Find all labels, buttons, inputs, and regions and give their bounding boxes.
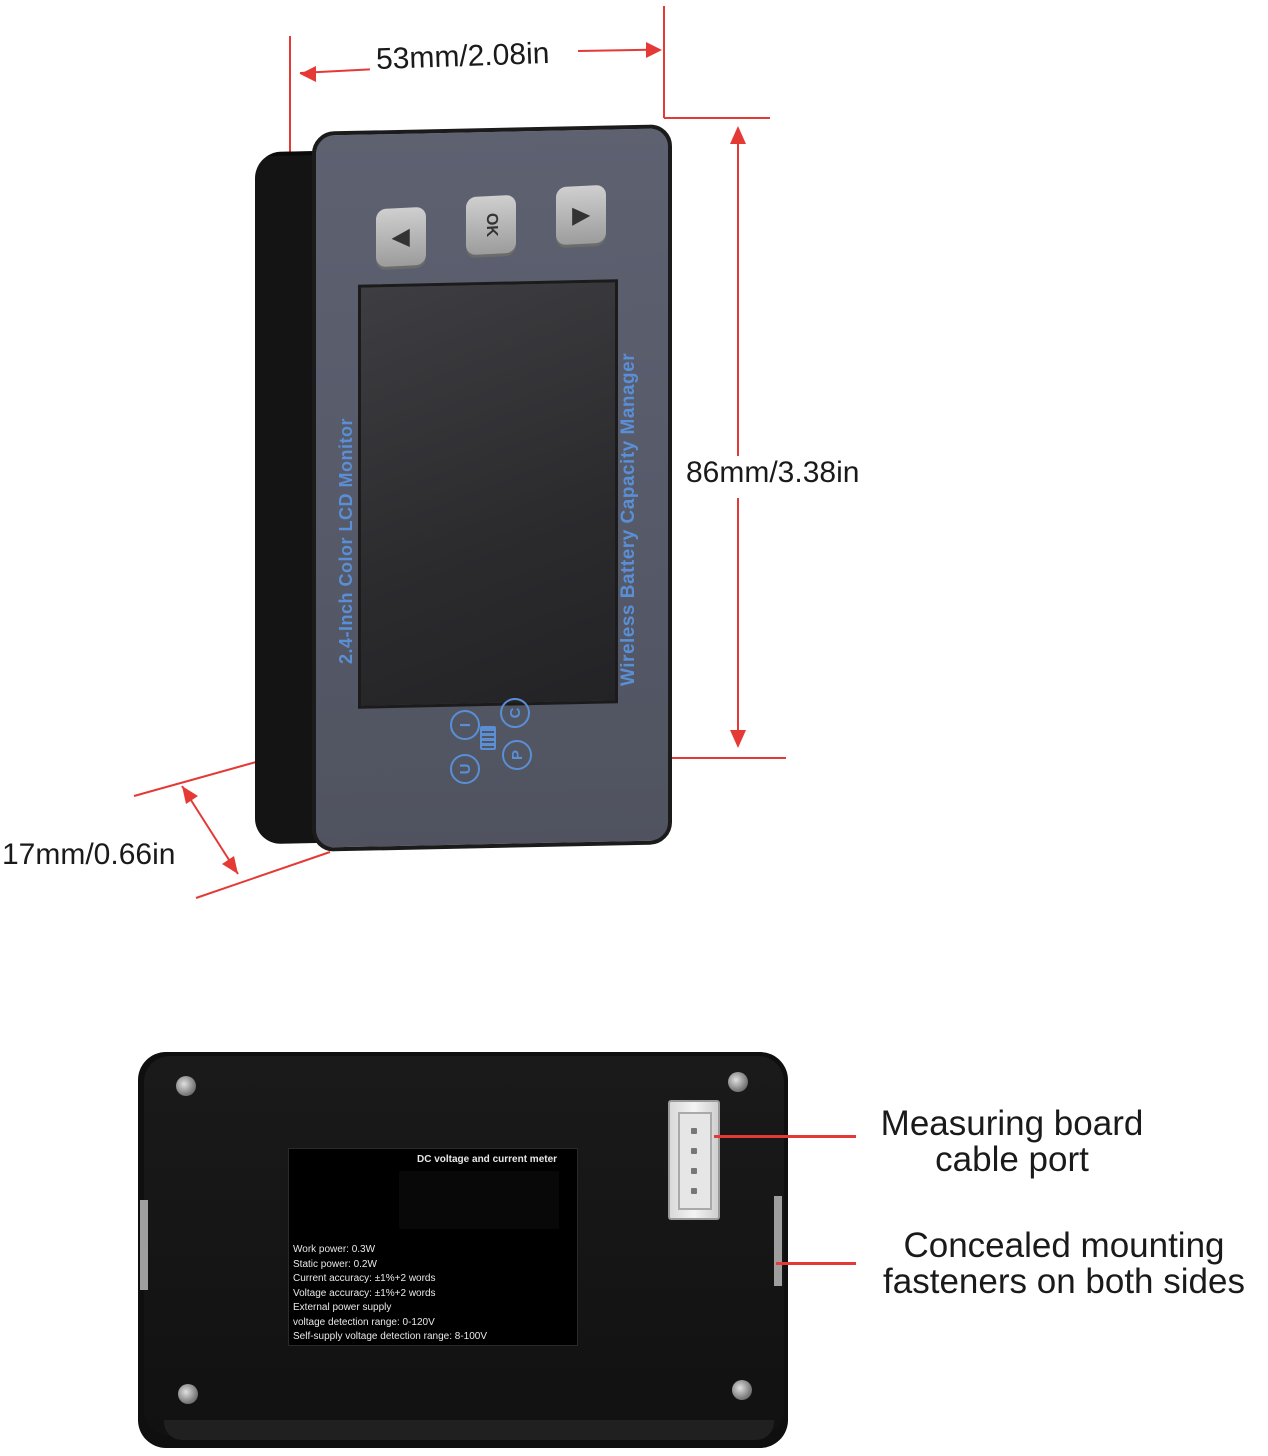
spec-voltage-accuracy: Voltage accuracy: ±1%+2 words — [293, 1287, 436, 1299]
lcd-screen — [358, 279, 618, 709]
cable-port — [668, 1100, 720, 1220]
port-pin — [691, 1168, 697, 1174]
indicator-c: C — [500, 698, 530, 728]
screw-top-right — [728, 1072, 748, 1092]
spec-self-supply-range: Self-supply voltage detection range: 8-1… — [293, 1331, 488, 1342]
port-socket — [678, 1112, 712, 1210]
sticker-title: DC voltage and current meter — [417, 1154, 558, 1165]
back-bottom-edge — [164, 1420, 774, 1440]
height-arrowheads — [730, 126, 746, 748]
spec-sticker: DC voltage and current meter Work power:… — [288, 1148, 578, 1346]
indicator-i: I — [450, 710, 480, 740]
spec-voltage-range: voltage detection range: 0-120V — [293, 1316, 435, 1328]
right-button[interactable]: ▶ — [556, 184, 606, 246]
indicator-u: U — [450, 754, 480, 784]
height-label: 86mm/3.38in — [686, 456, 860, 489]
port-callout: Measuring board cable port — [862, 1106, 1162, 1178]
fastener-callout-line — [776, 1262, 856, 1265]
width-arrowheads — [300, 42, 662, 82]
right-triangle-icon: ▶ — [572, 201, 590, 228]
right-caption: Wireless Battery Capacity Manager — [618, 352, 639, 686]
indicator-p: P — [502, 740, 532, 770]
port-callout-line2: cable port — [935, 1140, 1089, 1179]
height-arrow-line-bottom — [737, 498, 739, 732]
height-guide-bottom — [646, 757, 786, 759]
right-fastener — [774, 1196, 782, 1286]
height-arrow-line-top — [737, 140, 739, 456]
left-fastener — [140, 1200, 148, 1290]
screw-bottom-left — [178, 1384, 198, 1404]
left-caption: 2.4-Inch Color LCD Monitor — [336, 418, 356, 664]
port-pin — [691, 1188, 697, 1194]
port-callout-line — [714, 1135, 856, 1138]
height-guide-top — [664, 117, 770, 119]
battery-icon — [480, 726, 496, 750]
width-guide-left — [289, 36, 291, 196]
left-button[interactable]: ◀ — [376, 206, 426, 268]
depth-label: 17mm/0.66in — [2, 838, 176, 871]
screw-top-left — [176, 1076, 196, 1096]
ok-button[interactable]: OK — [466, 194, 516, 256]
port-pin — [691, 1148, 697, 1154]
sticker-graphic — [399, 1171, 559, 1229]
fastener-callout: Concealed mounting fasteners on both sid… — [864, 1228, 1264, 1300]
left-triangle-icon: ◀ — [392, 223, 410, 250]
fastener-callout-line1: Concealed mounting — [903, 1226, 1225, 1265]
spec-current-accuracy: Current accuracy: ±1%+2 words — [293, 1273, 436, 1284]
width-label: 53mm/2.08in — [375, 36, 550, 77]
port-pin — [691, 1128, 697, 1134]
spec-external-power: External power supply — [293, 1302, 392, 1313]
spec-list: Work power: 0.3W Static power: 0.2W Curr… — [293, 1243, 487, 1345]
port-callout-line1: Measuring board — [880, 1104, 1144, 1143]
spec-static-power: Static power: 0.2W — [293, 1258, 377, 1270]
ok-label: OK — [483, 212, 500, 238]
spec-work-power: Work power: 0.3W — [293, 1244, 376, 1255]
width-guide-right — [663, 6, 665, 118]
screw-bottom-right — [732, 1380, 752, 1400]
depth-lines — [133, 761, 331, 899]
fastener-callout-line2: fasteners on both sides — [883, 1262, 1245, 1301]
